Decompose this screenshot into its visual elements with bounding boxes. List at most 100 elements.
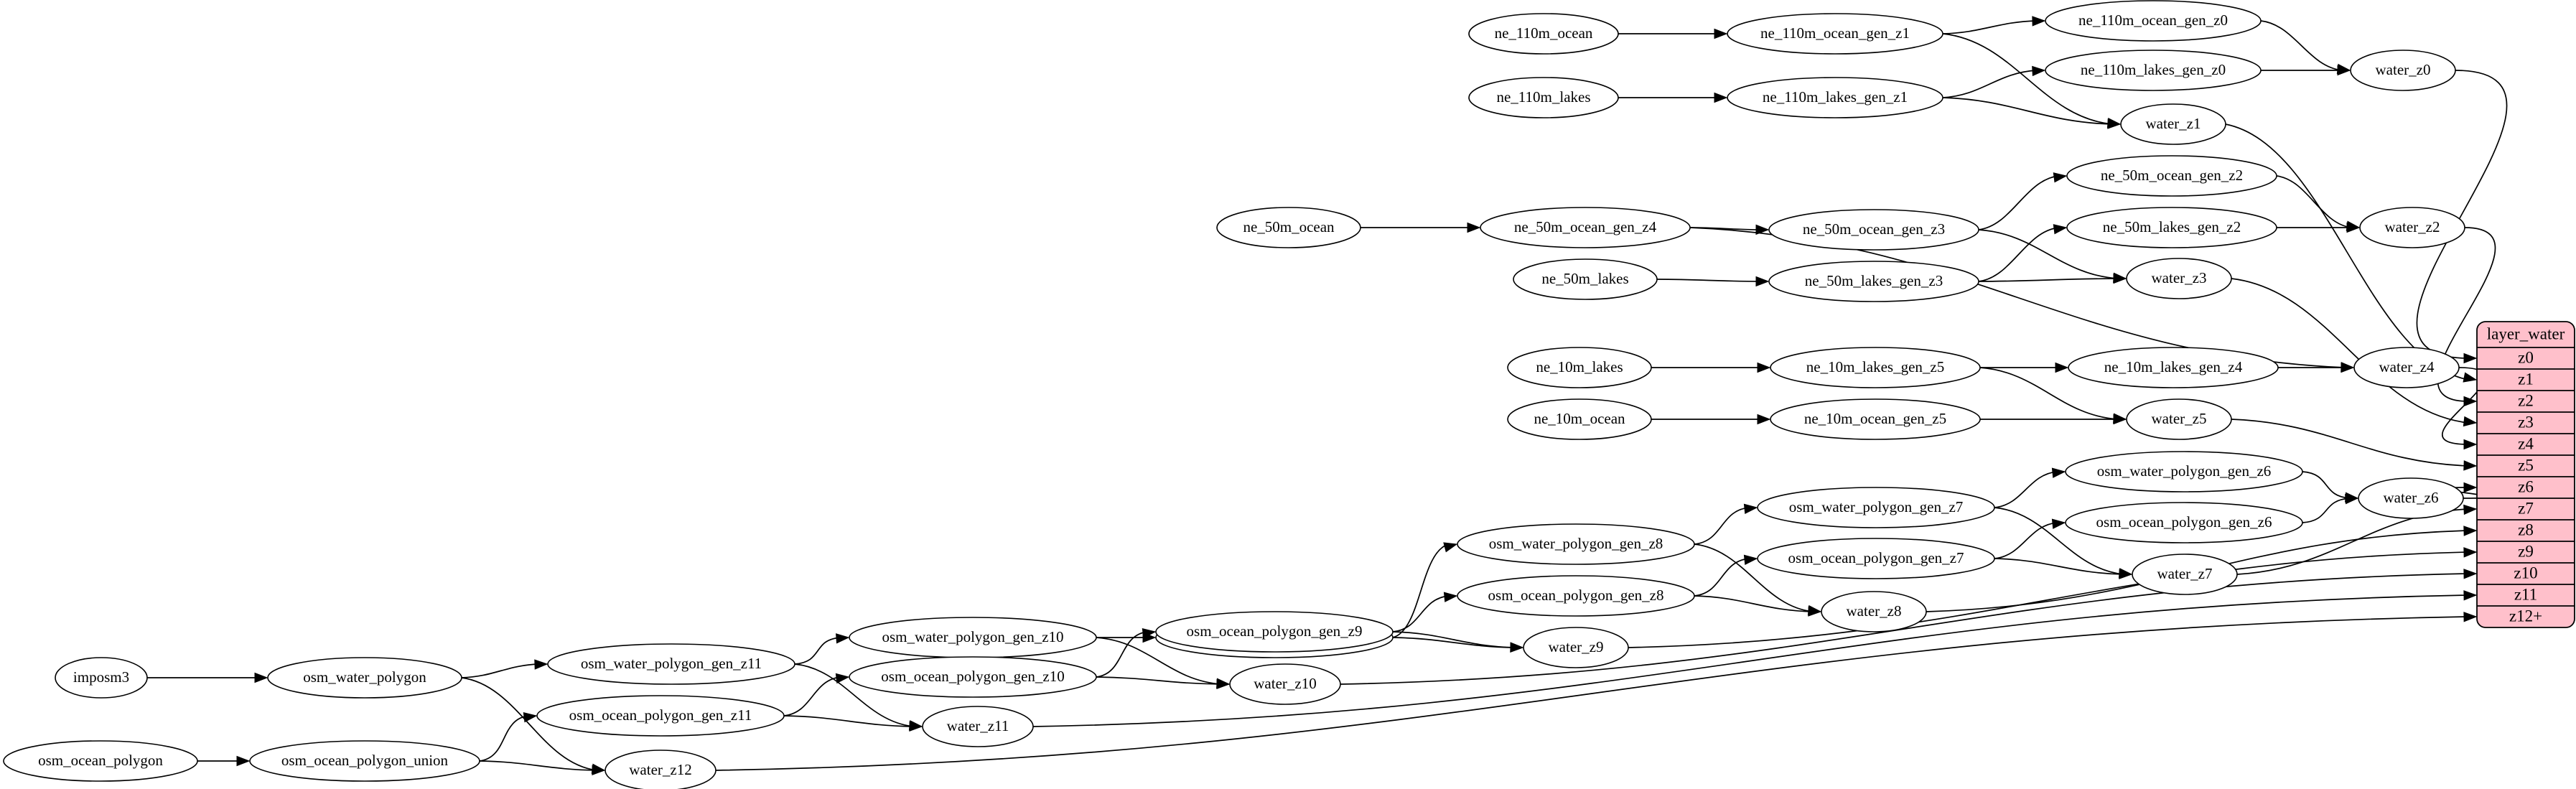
record-cell-z3[interactable]: z3	[2518, 413, 2534, 431]
edge-water_z0-to-layer_water:z0	[2416, 70, 2508, 359]
edge-arrowhead	[2051, 467, 2066, 478]
node-ne_10m_lakes_gen_z4[interactable]: ne_10m_lakes_gen_z4	[2068, 347, 2279, 388]
record-cell-z12+[interactable]: z12+	[2509, 607, 2542, 625]
edge-osm_water_polygon_gen_z11-to-water_z11	[794, 663, 915, 727]
record-cell-label: z3	[2518, 413, 2534, 431]
edge-arrowhead	[1510, 642, 1524, 653]
record-cell-z6[interactable]: z6	[2518, 477, 2534, 495]
edge-water_z12-to-layer_water:z12+	[715, 616, 2469, 771]
edge-arrowhead	[2346, 222, 2361, 233]
node-shape	[2359, 207, 2465, 248]
node-osm_water_polygon_gen_z10[interactable]: osm_water_polygon_gen_z10	[849, 617, 1097, 658]
node-ne_50m_lakes_gen_z3[interactable]: ne_50m_lakes_gen_z3	[1768, 261, 1979, 302]
record-cell-z1[interactable]: z1	[2518, 370, 2534, 388]
node-ne_10m_ocean_gen_z5[interactable]: ne_10m_ocean_gen_z5	[1770, 398, 1981, 440]
node-water_z2[interactable]: water_z2	[2359, 207, 2465, 248]
node-ne_50m_ocean[interactable]: ne_50m_ocean	[1216, 207, 1361, 248]
node-osm_water_polygon_gen_z6[interactable]: osm_water_polygon_gen_z6	[2065, 451, 2303, 492]
node-ne_110m_lakes[interactable]: ne_110m_lakes	[1468, 77, 1619, 118]
node-shape	[1507, 398, 1652, 440]
node-water_z4[interactable]: water_z4	[2353, 347, 2460, 388]
node-ne_50m_ocean_gen_z3[interactable]: ne_50m_ocean_gen_z3	[1768, 209, 1979, 251]
node-ne_110m_ocean[interactable]: ne_110m_ocean	[1468, 13, 1619, 55]
node-osm_water_polygon_gen_z11[interactable]: osm_water_polygon_gen_z11	[547, 643, 795, 685]
record-cell-z2[interactable]: z2	[2518, 391, 2534, 409]
record-cell-label: z7	[2518, 499, 2534, 517]
node-osm_ocean_polygon_gen_z9[interactable]: osm_ocean_polygon_gen_z9	[1155, 611, 1394, 653]
node-osm_ocean_polygon_gen_z8[interactable]: osm_ocean_polygon_gen_z8	[1457, 575, 1695, 617]
edge-osm_ocean_polygon_union-to-osm_ocean_polygon_gen_z11	[479, 715, 529, 762]
node-osm_ocean_polygon_gen_z10[interactable]: osm_ocean_polygon_gen_z10	[849, 656, 1097, 698]
record-cell-z5[interactable]: z5	[2518, 456, 2534, 474]
record-cell-z0[interactable]: z0	[2518, 348, 2534, 366]
edges-layer	[147, 16, 2508, 775]
node-water_z12[interactable]: water_z12	[605, 750, 717, 789]
record-cell-z4[interactable]: z4	[2518, 434, 2534, 452]
node-water_z11[interactable]: water_z11	[922, 706, 1034, 747]
node-ne_50m_ocean_gen_z4[interactable]: ne_50m_ocean_gen_z4	[1480, 207, 1691, 248]
node-osm_ocean_polygon[interactable]: osm_ocean_polygon	[3, 740, 198, 782]
node-ne_10m_lakes_gen_z5[interactable]: ne_10m_lakes_gen_z5	[1770, 347, 1981, 388]
node-shape	[1770, 347, 1981, 388]
edge-ne_110m_ocean_gen_z1-to-ne_110m_ocean_gen_z0	[1942, 20, 2038, 34]
edge-arrowhead	[2463, 460, 2478, 471]
node-ne_110m_ocean_gen_z0[interactable]: ne_110m_ocean_gen_z0	[2045, 0, 2262, 42]
node-ne_50m_lakes_gen_z2[interactable]: ne_50m_lakes_gen_z2	[2066, 207, 2277, 248]
edge-arrowhead	[2341, 362, 2355, 373]
node-osm_ocean_polygon_gen_z11[interactable]: osm_ocean_polygon_gen_z11	[536, 695, 785, 737]
record-cell-z9[interactable]: z9	[2518, 542, 2534, 560]
node-osm_water_polygon_gen_z8[interactable]: osm_water_polygon_gen_z8	[1457, 523, 1695, 565]
node-water_z6[interactable]: water_z6	[2358, 477, 2464, 519]
node-water_z10[interactable]: water_z10	[1229, 663, 1341, 705]
edge-arrowhead	[2463, 482, 2478, 493]
node-water_z5[interactable]: water_z5	[2126, 398, 2232, 440]
record-cell-label: z0	[2518, 348, 2534, 366]
node-shape	[2066, 155, 2277, 197]
record-cell-z10[interactable]: z10	[2514, 564, 2537, 582]
record-cell-z11[interactable]: z11	[2514, 585, 2537, 603]
node-water_z1[interactable]: water_z1	[2120, 103, 2226, 145]
node-ne_10m_ocean[interactable]: ne_10m_ocean	[1507, 398, 1652, 440]
node-ne_50m_lakes[interactable]: ne_50m_lakes	[1513, 258, 1658, 300]
node-ne_110m_lakes_gen_z1[interactable]: ne_110m_lakes_gen_z1	[1727, 77, 1943, 118]
node-ne_110m_lakes_gen_z0[interactable]: ne_110m_lakes_gen_z0	[2045, 50, 2262, 91]
edge-osm_water_polygon-to-osm_water_polygon_gen_z11	[461, 663, 540, 678]
node-shape	[849, 617, 1097, 658]
node-osm_water_polygon[interactable]: osm_water_polygon	[267, 657, 462, 699]
edge-arrowhead	[1757, 362, 1771, 373]
node-shape	[1457, 575, 1695, 617]
edge-water_z10-to-layer_water:z10	[1340, 573, 2469, 685]
edge-osm_water_polygon_gen_z8-to-water_z8	[1694, 543, 1814, 612]
record-cell-label: z9	[2518, 542, 2534, 560]
node-water_z0[interactable]: water_z0	[2350, 50, 2456, 91]
edge-arrowhead	[523, 712, 538, 723]
node-osm_water_polygon_gen_z7[interactable]: osm_water_polygon_gen_z7	[1757, 487, 1995, 528]
node-shape	[1229, 663, 1341, 705]
edge-ne_50m_ocean_gen_z4-to-water_z4	[1689, 227, 2346, 368]
record-cell-label: z12+	[2509, 607, 2542, 625]
edge-arrowhead	[2337, 65, 2351, 76]
node-ne_110m_ocean_gen_z1[interactable]: ne_110m_ocean_gen_z1	[1727, 13, 1943, 55]
edge-ne_110m_ocean_gen_z1-to-water_z1	[1942, 33, 2113, 125]
node-shape	[2126, 258, 2232, 299]
node-ne_50m_ocean_gen_z2[interactable]: ne_50m_ocean_gen_z2	[2066, 155, 2277, 197]
edge-arrowhead	[1808, 606, 1822, 617]
node-water_z7[interactable]: water_z7	[2132, 554, 2238, 595]
record-cell-z8[interactable]: z8	[2518, 520, 2534, 538]
node-imposm3[interactable]: imposm3	[55, 657, 148, 699]
node-osm_ocean_polygon_gen_z7[interactable]: osm_ocean_polygon_gen_z7	[1757, 538, 1995, 579]
record-cell-z7[interactable]: z7	[2518, 499, 2534, 517]
node-ne_10m_lakes[interactable]: ne_10m_lakes	[1507, 347, 1652, 388]
edge-water_z2-to-layer_water:z2	[2437, 227, 2496, 402]
edge-arrowhead	[836, 633, 850, 644]
node-water_z3[interactable]: water_z3	[2126, 258, 2232, 299]
node-shape	[1216, 207, 1361, 248]
edge-ne_50m_ocean_gen_z3-to-ne_50m_ocean_gen_z2	[1978, 175, 2059, 230]
node-osm_ocean_polygon_gen_z6[interactable]: osm_ocean_polygon_gen_z6	[2065, 502, 2303, 543]
node-water_z9[interactable]: water_z9	[1523, 627, 1629, 668]
edge-arrowhead	[1743, 503, 1758, 514]
node-water_z8[interactable]: water_z8	[1821, 591, 1927, 632]
edge-osm_water_polygon_gen_z6-to-water_z6	[2302, 471, 2351, 499]
edge-ne_50m_ocean_gen_z3-to-water_z3	[1978, 229, 2119, 279]
node-osm_ocean_polygon_union[interactable]: osm_ocean_polygon_union	[249, 740, 480, 782]
